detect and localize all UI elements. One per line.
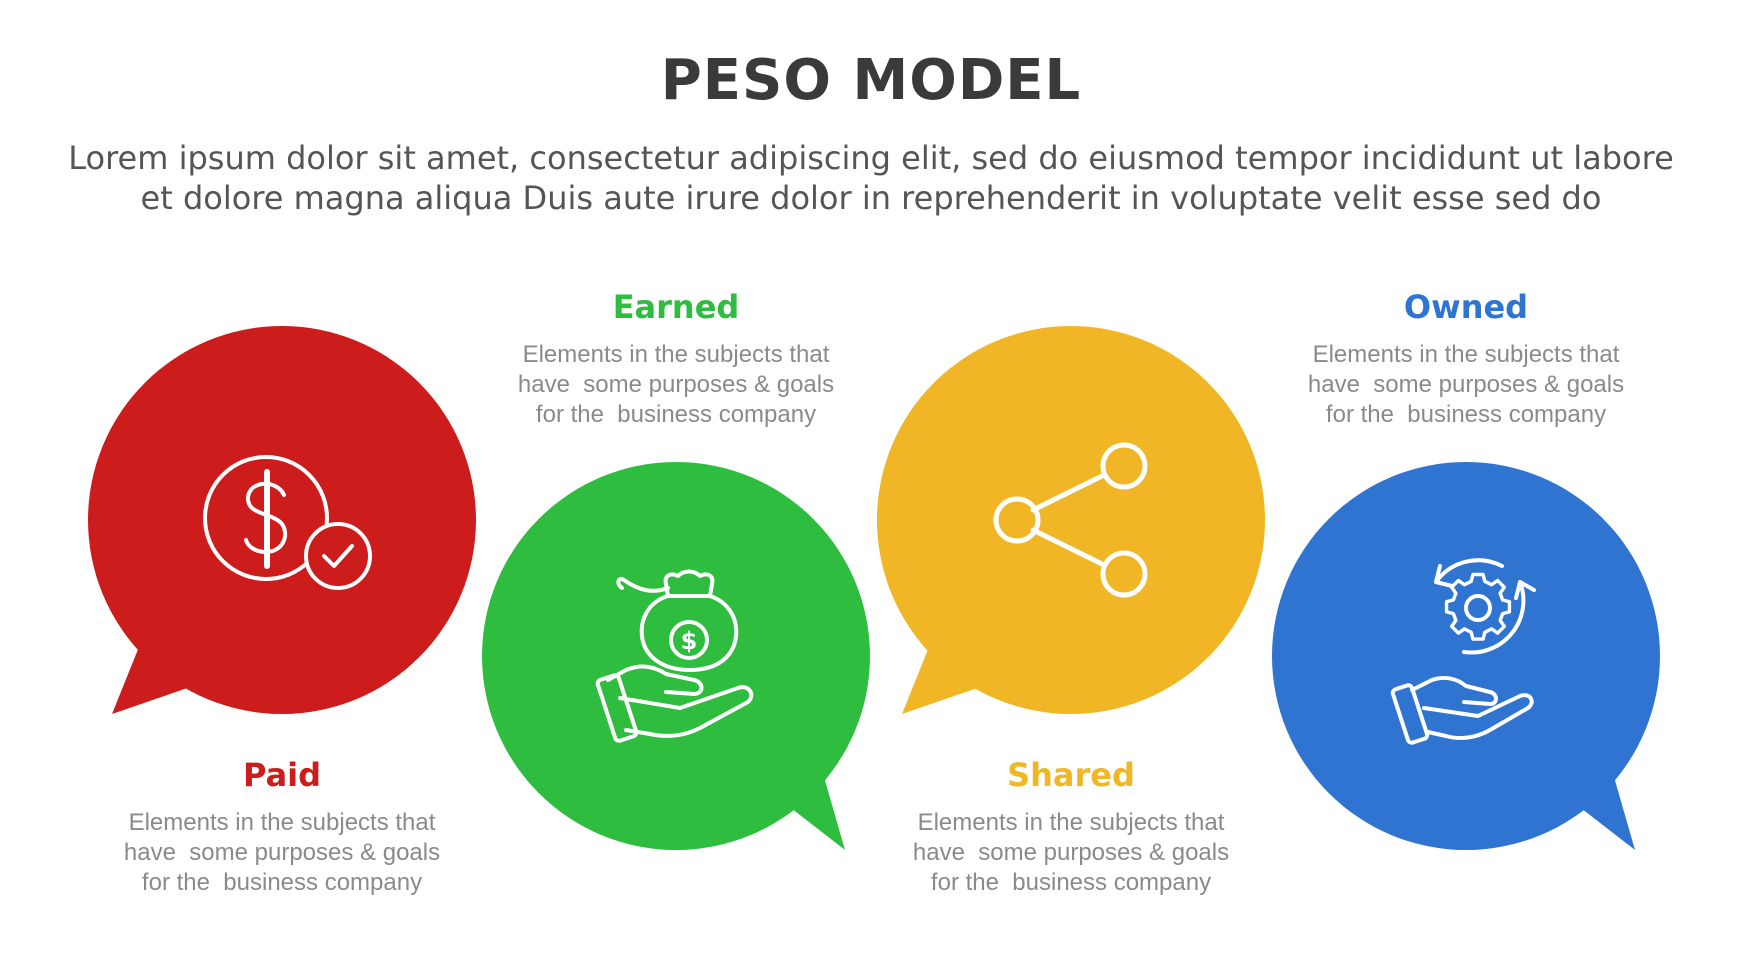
earned-bubble (482, 462, 870, 850)
paid-label: Paid (242, 756, 322, 794)
share-icon (993, 442, 1148, 598)
svg-text:$: $ (681, 627, 698, 655)
description-line: have some purposes & goals (517, 371, 835, 398)
subtitle-line: et dolore magna aliqua Duis aute irure d… (140, 179, 1602, 217)
shared-bubble (877, 326, 1265, 714)
subtitle-line: Lorem ipsum dolor sit amet, consectetur … (68, 139, 1674, 177)
shared-label: Shared (1007, 756, 1135, 794)
gear-hand-icon (1390, 558, 1536, 745)
earned-bubble-tail (760, 770, 845, 850)
description-line: for the business company (141, 869, 423, 896)
earned-label: Earned (612, 288, 740, 326)
paid-bubble (88, 326, 476, 714)
owned-bubble-circle (1272, 462, 1660, 850)
owned-bubble (1272, 462, 1660, 850)
owned-label: Owned (1403, 288, 1529, 326)
description-line: Elements in the subjects that (917, 809, 1225, 836)
money-bag-hand-icon: $ (595, 569, 754, 743)
shared-bubble-circle (877, 326, 1265, 714)
description-line: for the business company (930, 869, 1212, 896)
owned-bubble-tail (1550, 770, 1635, 850)
description-line: for the business company (1325, 401, 1607, 428)
shared-description: Elements in the subjects that have some … (871, 808, 1271, 898)
earned-description: Elements in the subjects that have some … (476, 340, 876, 430)
paid-bubble-circle (88, 326, 476, 714)
description-line: Elements in the subjects that (1312, 341, 1620, 368)
paid-bubble-tail (112, 632, 222, 714)
description-line: Elements in the subjects that (522, 341, 830, 368)
owned-description: Elements in the subjects that have some … (1266, 340, 1666, 430)
dollar-check-icon (203, 455, 372, 590)
paid-description: Elements in the subjects that have some … (82, 808, 482, 898)
description-line: for the business company (535, 401, 817, 428)
shared-bubble-tail (902, 632, 1012, 714)
description-line: Elements in the subjects that (128, 809, 436, 836)
description-line: have some purposes & goals (912, 839, 1230, 866)
page-title: PESO MODEL (660, 48, 1082, 113)
description-line: have some purposes & goals (123, 839, 441, 866)
description-line: have some purposes & goals (1307, 371, 1625, 398)
page-subtitle: Lorem ipsum dolor sit amet, consectetur … (60, 138, 1682, 218)
earned-bubble-circle (482, 462, 870, 850)
